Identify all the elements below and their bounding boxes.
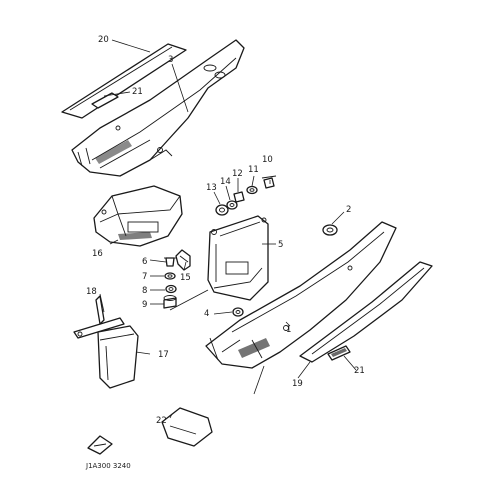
part-5-electrical-bracket[interactable] xyxy=(207,215,269,301)
callout-15: 15 xyxy=(180,273,191,283)
part-8-grommet[interactable] xyxy=(165,284,177,294)
callout-12: 12 xyxy=(232,169,243,179)
callout-14: 14 xyxy=(220,177,231,187)
callout-19: 19 xyxy=(292,379,303,389)
part-1-right-side-cover[interactable] xyxy=(205,221,397,369)
callout-4: 4 xyxy=(204,309,209,319)
part-21-upper-emblem[interactable] xyxy=(91,92,119,109)
callout-1: 1 xyxy=(286,325,291,335)
part-2-grommet[interactable] xyxy=(322,224,338,236)
callout-21-upper: 21 xyxy=(132,87,143,97)
leader-lines xyxy=(99,39,357,419)
callout-22: 22 xyxy=(156,416,167,426)
callout-5: 5 xyxy=(278,240,283,250)
part-13-grommet[interactable] xyxy=(215,204,229,216)
callout-17: 17 xyxy=(158,350,169,360)
drawing-code: J1A300 3240 xyxy=(85,462,131,470)
part-18-strap[interactable] xyxy=(73,295,125,339)
callout-labels: 20 3 21 10 11 12 14 13 2 5 16 15 6 7 8 9… xyxy=(86,35,365,426)
callout-20: 20 xyxy=(98,35,109,45)
callout-2: 2 xyxy=(346,205,351,215)
callout-13: 13 xyxy=(206,183,217,193)
part-11-washer[interactable] xyxy=(246,185,258,195)
part-16-battery-tray[interactable] xyxy=(93,185,183,247)
callout-6: 6 xyxy=(142,257,147,267)
part-20-decal-strip[interactable] xyxy=(61,43,187,119)
part-9-grommet[interactable] xyxy=(163,295,177,309)
part-6-screw[interactable] xyxy=(164,257,176,267)
part-10-bolt[interactable] xyxy=(261,175,277,189)
orientation-symbol-icon xyxy=(87,435,113,455)
callout-3: 3 xyxy=(168,55,173,65)
callout-21-lower: 21 xyxy=(354,366,365,376)
callout-9: 9 xyxy=(142,300,147,310)
callout-8: 8 xyxy=(142,286,147,296)
part-4-damper[interactable] xyxy=(232,307,244,317)
callout-7: 7 xyxy=(142,272,147,282)
part-3-left-side-cover[interactable] xyxy=(71,39,245,177)
callout-16: 16 xyxy=(92,249,103,259)
part-19-lower-decal-strip[interactable] xyxy=(299,261,433,363)
part-17-tool-pouch[interactable] xyxy=(97,325,139,389)
part-12-nut[interactable] xyxy=(233,191,245,203)
part-14-spacer[interactable] xyxy=(226,200,238,210)
part-22-pad[interactable] xyxy=(161,407,213,447)
part-21-lower-emblem[interactable] xyxy=(327,345,351,361)
callout-10: 10 xyxy=(262,155,273,165)
callout-18: 18 xyxy=(86,287,97,297)
callout-11: 11 xyxy=(248,165,259,175)
part-7-washer[interactable] xyxy=(164,272,176,280)
part-15-bracket-clip[interactable] xyxy=(175,249,191,271)
